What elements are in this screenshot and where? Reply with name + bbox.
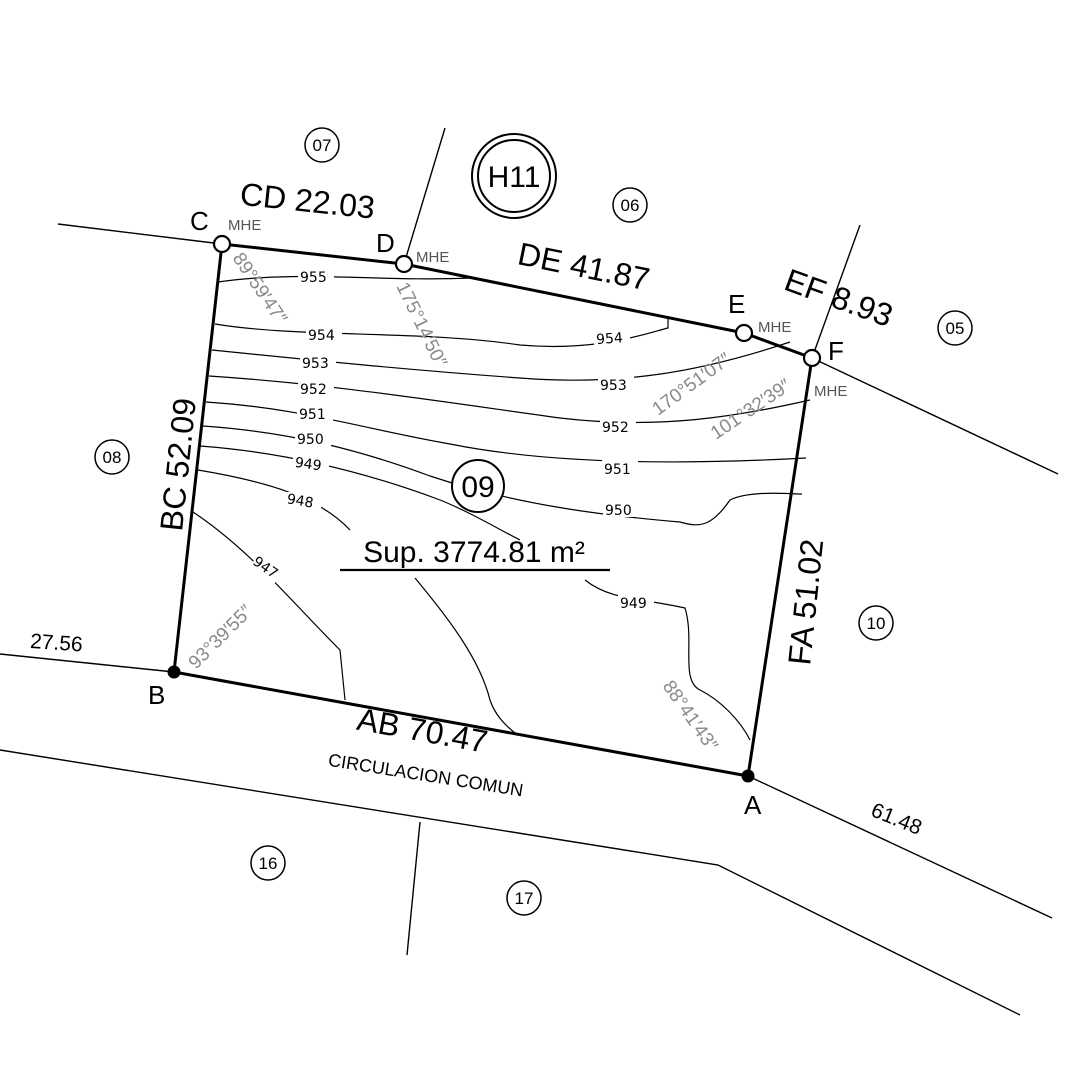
- contour-label: 952: [300, 382, 327, 398]
- contour-949b: [584, 579, 751, 741]
- vertex-f-label: F: [828, 336, 844, 366]
- contour-947: [192, 511, 346, 701]
- side-fa-label: FA 51.02: [781, 537, 830, 666]
- street-left-length: 27.56: [29, 630, 83, 657]
- mhe-label-d: MHE: [416, 249, 449, 266]
- neighbor-lot-06: 06: [612, 187, 648, 223]
- contour-948b: [414, 577, 516, 734]
- svg-text:06: 06: [621, 196, 640, 215]
- vertex-f-marker: [802, 348, 822, 368]
- street-right-length: 61.48: [868, 799, 925, 840]
- angle-c-label: 89°59′47″: [228, 249, 291, 328]
- contour-label: 955: [300, 270, 327, 286]
- side-bc-label: BC 52.09: [153, 396, 203, 532]
- boundary-f-east: [811, 357, 1059, 475]
- contour-label: 952: [602, 420, 629, 436]
- vertex-c-label: C: [190, 206, 209, 236]
- side-ab-label: AB 70.47: [354, 701, 490, 760]
- contour-label: 953: [302, 356, 329, 372]
- mhe-label-f: MHE: [814, 383, 847, 400]
- street-north-east: [747, 775, 1053, 919]
- contour-label: 949: [294, 455, 323, 475]
- block-h11-marker: H11: [471, 133, 557, 219]
- contour-label: 951: [604, 462, 631, 478]
- svg-text:08: 08: [103, 448, 122, 467]
- lot-number-circle: [451, 459, 505, 513]
- contour-label: 954: [596, 330, 624, 348]
- contour-949a: [199, 445, 521, 541]
- neighbor-lot-17: 17: [506, 880, 542, 916]
- contour-955: [217, 275, 471, 283]
- lot-number: 09: [461, 471, 494, 504]
- lot-boundary: [172, 242, 814, 778]
- block-outer-ring: [471, 133, 557, 219]
- neighbor-lot-10: 10: [858, 605, 894, 641]
- vertex-d-label: D: [376, 228, 395, 258]
- boundary-d-north: [403, 127, 446, 265]
- svg-text:16: 16: [259, 854, 278, 873]
- contour-label: 948: [286, 491, 315, 511]
- vertex-e-label: E: [728, 289, 745, 319]
- boundary-f-north: [811, 224, 861, 359]
- neighbor-lot-08: 08: [94, 439, 130, 475]
- angle-a-label: 88°41′43″: [658, 677, 722, 756]
- block-id: H11: [488, 161, 541, 194]
- neighbor-lot-05: 05: [937, 310, 973, 346]
- street-north-west: [0, 653, 175, 673]
- side-ef-label: EF 8.93: [780, 262, 898, 334]
- vertex-a-label: A: [744, 790, 762, 820]
- neighbor-lot-16: 16: [250, 845, 286, 881]
- contour-label: 950: [297, 432, 324, 448]
- neighbor-lot-07: 07: [304, 127, 340, 163]
- vertex-b-label: B: [148, 680, 165, 710]
- contour-lines: [192, 275, 811, 741]
- lot-area-label: Sup. 3774.81 m²: [363, 536, 585, 569]
- vertex-b-marker: [167, 665, 181, 679]
- vertex-a-marker: [741, 769, 755, 783]
- svg-text:05: 05: [946, 319, 965, 338]
- contour-label: 951: [299, 407, 326, 423]
- angle-f-label: 101°32′39″: [707, 375, 795, 444]
- contour-951: [205, 401, 807, 463]
- angle-e-label: 170°51′07″: [649, 349, 736, 420]
- svg-text:07: 07: [313, 136, 332, 155]
- surrounding-lines: [0, 127, 1059, 1016]
- side-de-label: DE 41.87: [515, 236, 653, 298]
- mhe-label-c: MHE: [228, 217, 261, 234]
- contour-948: [197, 469, 351, 531]
- vertex-c-marker: [212, 234, 232, 254]
- lot-number-marker: 09: [451, 459, 505, 513]
- boundary-west-upper: [57, 223, 223, 245]
- svg-text:10: 10: [867, 614, 886, 633]
- angle-d-label: 175°14′50″: [392, 279, 451, 371]
- street-south-edge: [0, 749, 1021, 1016]
- neighbor-lots: 07 06 05 08 10 16 17: [94, 127, 973, 916]
- vertex-d-marker: [394, 254, 414, 274]
- angle-b-label: 93°39′55″: [185, 601, 258, 674]
- contour-label: 954: [308, 328, 335, 344]
- vertex-markers: [167, 234, 822, 783]
- vertex-e-marker: [734, 323, 754, 343]
- street-name-label: CIRCULACION COMUN: [327, 750, 525, 801]
- contour-label: 950: [605, 503, 632, 519]
- contour-label: 949: [620, 596, 647, 612]
- mhe-label-e: MHE: [758, 319, 791, 336]
- svg-text:17: 17: [515, 889, 534, 908]
- block-inner-ring: [477, 139, 551, 213]
- contour-954: [214, 316, 669, 348]
- contour-950: [202, 425, 803, 526]
- boundary-16-17: [406, 821, 421, 956]
- contour-label: 953: [600, 378, 627, 394]
